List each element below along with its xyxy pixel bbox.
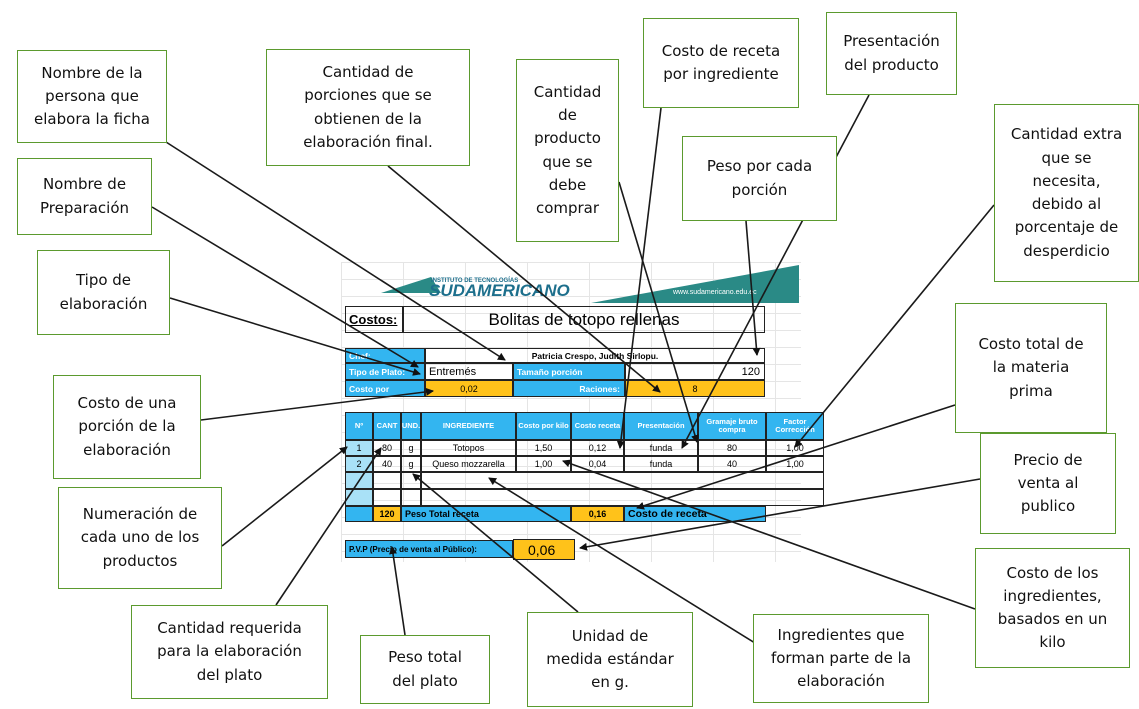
arrow-ingredientes (488, 477, 764, 649)
annotation-precio-venta: Precio de venta al publico (980, 433, 1116, 534)
raciones-label: Raciones: (513, 380, 625, 397)
arrow-unidad-medida (412, 473, 579, 613)
row1-cant: 80 (373, 440, 401, 456)
annotation-presentacion: Presentación del producto (826, 12, 957, 95)
row2-num: 2 (345, 456, 373, 472)
col-header-num: Nº (345, 412, 373, 440)
banner-graphic: INSTITUTO DE TECNOLOGÍAS SUDAMERICANO ww… (381, 265, 799, 303)
col-header-und: UND. (401, 412, 421, 440)
peso-total-label: Peso Total receta (401, 506, 571, 522)
arrow-numeracion (221, 446, 348, 547)
row4-und (401, 489, 421, 506)
col-header-ingrediente: INGREDIENTE (421, 412, 516, 440)
row3-cant (373, 472, 401, 489)
chef-value: Patricia Crespo, Judith Sirlopu. (425, 348, 765, 363)
recipe-title: Bolitas de totopo rellenas (403, 306, 765, 333)
institute-banner: INSTITUTO DE TECNOLOGÍAS SUDAMERICANO ww… (341, 263, 799, 305)
tipo-plato-value: Entremés (425, 363, 513, 380)
arrow-costo-porcion (200, 387, 434, 421)
website-text: www.sudamericano.edu.ec (672, 289, 757, 296)
col-header-cant: CANT (373, 412, 401, 440)
annotation-nombre-persona: Nombre de la persona que elabora la fich… (17, 50, 167, 143)
annotation-tipo-elaboracion: Tipo de elaboración (37, 250, 170, 335)
arrow-costo-total (636, 404, 956, 510)
col-header-gramaje: Gramaje bruto compra (698, 412, 766, 440)
row4-cant (373, 489, 401, 506)
arrow-costo-ingredientes (562, 459, 976, 610)
row2-ingrediente: Queso mozzarella (421, 456, 516, 472)
annotation-cantidad-porciones: Cantidad de porciones que se obtienen de… (266, 49, 470, 166)
row1-und: g (401, 440, 421, 456)
logo-name-text: SUDAMERICANO (429, 281, 570, 300)
row1-gramaje: 80 (698, 440, 766, 456)
arrow-presentacion (681, 94, 870, 449)
arrow-costo-receta-ingrediente (616, 107, 662, 449)
annotation-costo-receta-ingrediente: Costo de receta por ingrediente (643, 18, 799, 108)
row4-rest (421, 489, 824, 506)
annotation-costo-ingredientes: Costo de los ingredientes, basados en un… (975, 548, 1130, 668)
arrow-cantidad-extra (794, 204, 995, 448)
col-header-costo-receta: Costo receta (571, 412, 624, 440)
annotation-nombre-preparacion: Nombre de Preparación (17, 158, 152, 235)
tamano-porcion-label: Tamaño porción (513, 363, 625, 380)
row4-num (345, 489, 373, 506)
costos-label: Costos: (345, 306, 403, 333)
arrow-tipo-elaboracion (169, 297, 421, 376)
tamano-porcion-value: 120 (625, 363, 765, 380)
col-header-costo-kilo: Costo por kilo (516, 412, 571, 440)
annotation-peso-porcion: Peso por cada porción (682, 136, 837, 221)
logo-small-text: INSTITUTO DE TECNOLOGÍAS (431, 276, 518, 284)
arrow-peso-porcion (745, 220, 761, 356)
annotation-numeracion: Numeración de cada uno de los productos (58, 487, 222, 589)
arrow-nombre-preparacion (151, 206, 419, 368)
annotation-costo-porcion: Costo de una porción de la elaboración (53, 375, 201, 479)
pvp-value: 0,06 (513, 539, 575, 560)
total-row-blank (345, 506, 373, 522)
arrow-cantidad-producto (618, 181, 699, 443)
annotation-cantidad-producto: Cantidad de producto que se debe comprar (516, 59, 619, 242)
annotation-ingredientes: Ingredientes que forman parte de la elab… (753, 614, 929, 703)
arrow-cantidad-porciones (387, 165, 661, 393)
annotation-cantidad-extra: Cantidad extra que se necesita, debido a… (994, 104, 1139, 282)
arrow-cantidad-requerida (275, 447, 382, 606)
row2-cant: 40 (373, 456, 401, 472)
arrow-peso-total (389, 546, 406, 636)
row2-gramaje: 40 (698, 456, 766, 472)
row2-presentacion: funda (624, 456, 698, 472)
banner-teal-shape (591, 265, 799, 303)
total-cant: 120 (373, 506, 401, 522)
annotation-unidad-medida: Unidad de medida estándar en g. (527, 612, 693, 707)
annotation-costo-total: Costo total de la materia prima (955, 303, 1107, 433)
col-header-presentacion: Presentación (624, 412, 698, 440)
arrow-nombre-persona (165, 141, 506, 361)
costo-por-value: 0,02 (425, 380, 513, 397)
pvp-label: P.V.P (Precio de venta al Público): (345, 540, 513, 558)
row1-ingrediente: Totopos (421, 440, 516, 456)
costo-receta-label: Costo de receta (624, 506, 766, 522)
annotation-peso-total: Peso total del plato (360, 635, 490, 704)
row1-costo-kilo: 1,50 (516, 440, 571, 456)
costo-receta-total: 0,16 (571, 506, 624, 522)
annotation-cantidad-requerida: Cantidad requerida para la elaboración d… (131, 605, 328, 699)
row2-und: g (401, 456, 421, 472)
raciones-value: 8 (625, 380, 765, 397)
arrow-precio-venta (579, 478, 981, 551)
